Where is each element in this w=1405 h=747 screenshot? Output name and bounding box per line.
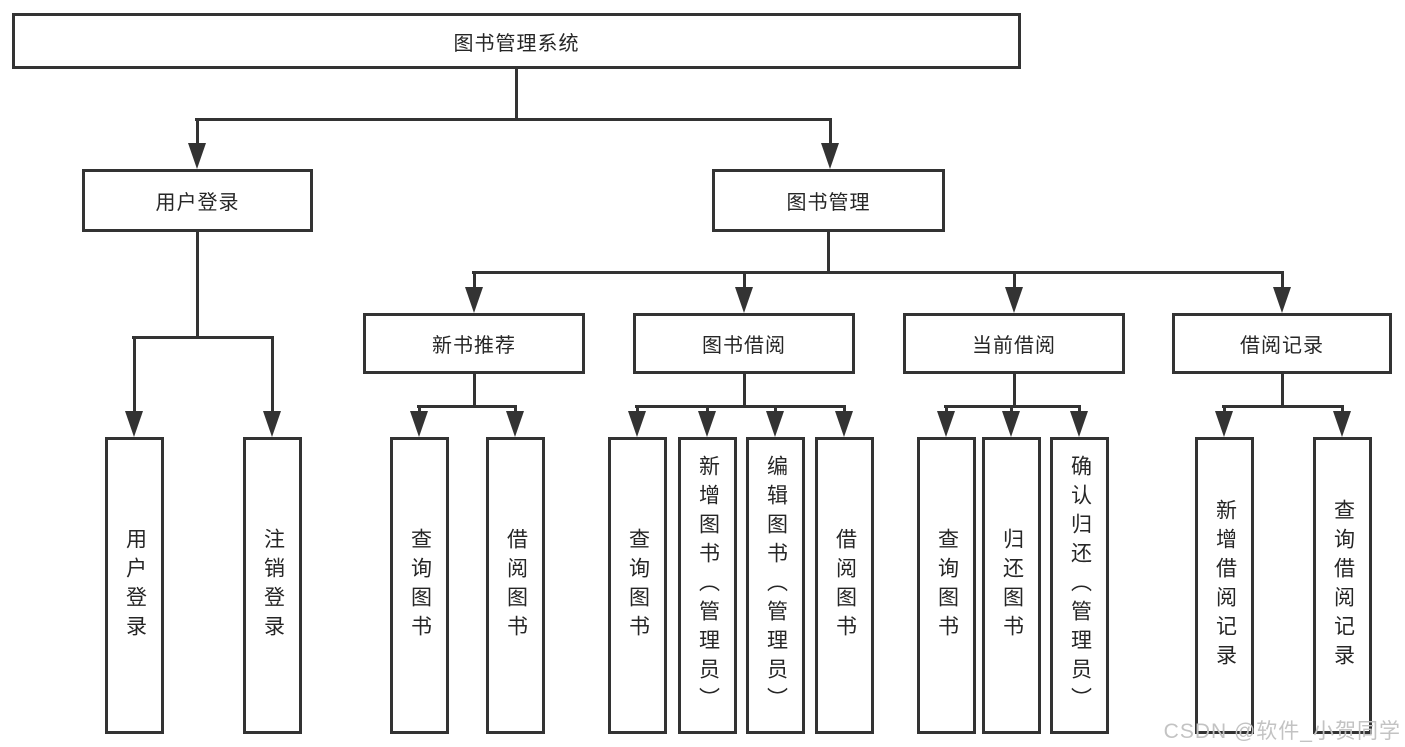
node-new-book-recommend: 新书推荐 [363,313,585,374]
connector-line [473,271,476,289]
arrow-down-icon [1333,411,1351,437]
node-label: 借阅图书 [504,527,528,644]
connector-line [195,118,832,121]
node-label: 确认归还（管理员） [1068,455,1092,716]
leaf-confirm-return-admin: 确认归还（管理员） [1050,437,1109,734]
arrow-down-icon [188,143,206,169]
connector-line [1078,405,1081,413]
csdn-watermark: CSDN @软件_小贺同学 [1163,720,1401,743]
node-book-borrowing: 图书借阅 [633,313,855,374]
arrow-down-icon [835,411,853,437]
node-label: 用户登录 [123,527,147,644]
arrow-down-icon [263,411,281,437]
connector-line [1013,374,1016,408]
connector-line [473,374,476,408]
leaf-query-borrow-record: 查询借阅记录 [1313,437,1372,734]
arrow-down-icon [821,143,839,169]
node-current-borrowing: 当前借阅 [903,313,1125,374]
node-label: 图书借阅 [702,335,786,357]
node-label: 新增图书（管理员） [696,455,720,716]
connector-line [271,336,274,413]
connector-line [1341,405,1344,413]
connector-line [743,374,746,408]
arrow-down-icon [1215,411,1233,437]
node-label: 图书管理系统 [453,32,580,55]
arrow-down-icon [1273,287,1291,313]
connector-line [829,118,832,145]
connector-line [418,405,421,413]
leaf-logout: 注销登录 [243,437,302,734]
leaf-return-books: 归还图书 [982,437,1041,734]
node-borrowing-records: 借阅记录 [1172,313,1392,374]
leaf-add-books-admin: 新增图书（管理员） [678,437,737,734]
arrow-down-icon [1070,411,1088,437]
connector-line [843,405,846,413]
connector-line [196,232,199,339]
connector-line [1013,271,1016,289]
leaf-borrow-books-1: 借阅图书 [486,437,545,734]
connector-line [1010,405,1013,413]
node-label: 借阅图书 [833,527,857,644]
connector-line [133,336,136,413]
connector-line [636,405,639,413]
leaf-edit-books-admin: 编辑图书（管理员） [746,437,805,734]
arrow-down-icon [766,411,784,437]
connector-line [1281,374,1284,408]
connector-line [417,405,517,408]
leaf-query-books-2: 查询图书 [608,437,667,734]
node-label: 图书管理 [786,192,871,214]
node-label: 查询图书 [408,527,432,644]
connector-line [472,271,1284,274]
node-label: 注销登录 [261,527,285,644]
connector-line [743,271,746,289]
arrow-down-icon [698,411,716,437]
connector-line [1222,405,1344,408]
arrow-down-icon [410,411,428,437]
node-label: 查询图书 [935,527,959,644]
node-label: 借阅记录 [1240,335,1324,357]
connector-line [827,232,830,273]
node-label: 查询借阅记录 [1331,498,1355,673]
node-label: 用户登录 [155,192,240,214]
connector-line [706,405,709,413]
leaf-borrow-books-2: 借阅图书 [815,437,874,734]
leaf-add-borrow-record: 新增借阅记录 [1195,437,1254,734]
node-label: 新增借阅记录 [1213,498,1237,673]
connector-line [1281,271,1284,289]
connector-line [774,405,777,413]
node-library-management-system: 图书管理系统 [12,13,1021,69]
arrow-down-icon [735,287,753,313]
connector-line [132,336,274,339]
connector-line [515,69,518,120]
connector-line [514,405,517,413]
node-label: 归还图书 [1000,527,1024,644]
arrow-down-icon [628,411,646,437]
node-label: 当前借阅 [972,335,1056,357]
arrow-down-icon [1002,411,1020,437]
arrow-down-icon [506,411,524,437]
leaf-query-books-1: 查询图书 [390,437,449,734]
arrow-down-icon [1005,287,1023,313]
leaf-query-books-3: 查询图书 [917,437,976,734]
node-label: 新书推荐 [432,335,516,357]
arrow-down-icon [125,411,143,437]
arrow-down-icon [937,411,955,437]
leaf-user-login: 用户登录 [105,437,164,734]
arrow-down-icon [465,287,483,313]
connector-line [196,118,199,145]
node-book-management: 图书管理 [712,169,945,232]
connector-line [945,405,948,413]
connector-line [1223,405,1226,413]
node-user-login: 用户登录 [82,169,313,232]
connector-line [635,405,846,408]
node-label: 编辑图书（管理员） [764,455,788,716]
node-label: 查询图书 [626,527,650,644]
